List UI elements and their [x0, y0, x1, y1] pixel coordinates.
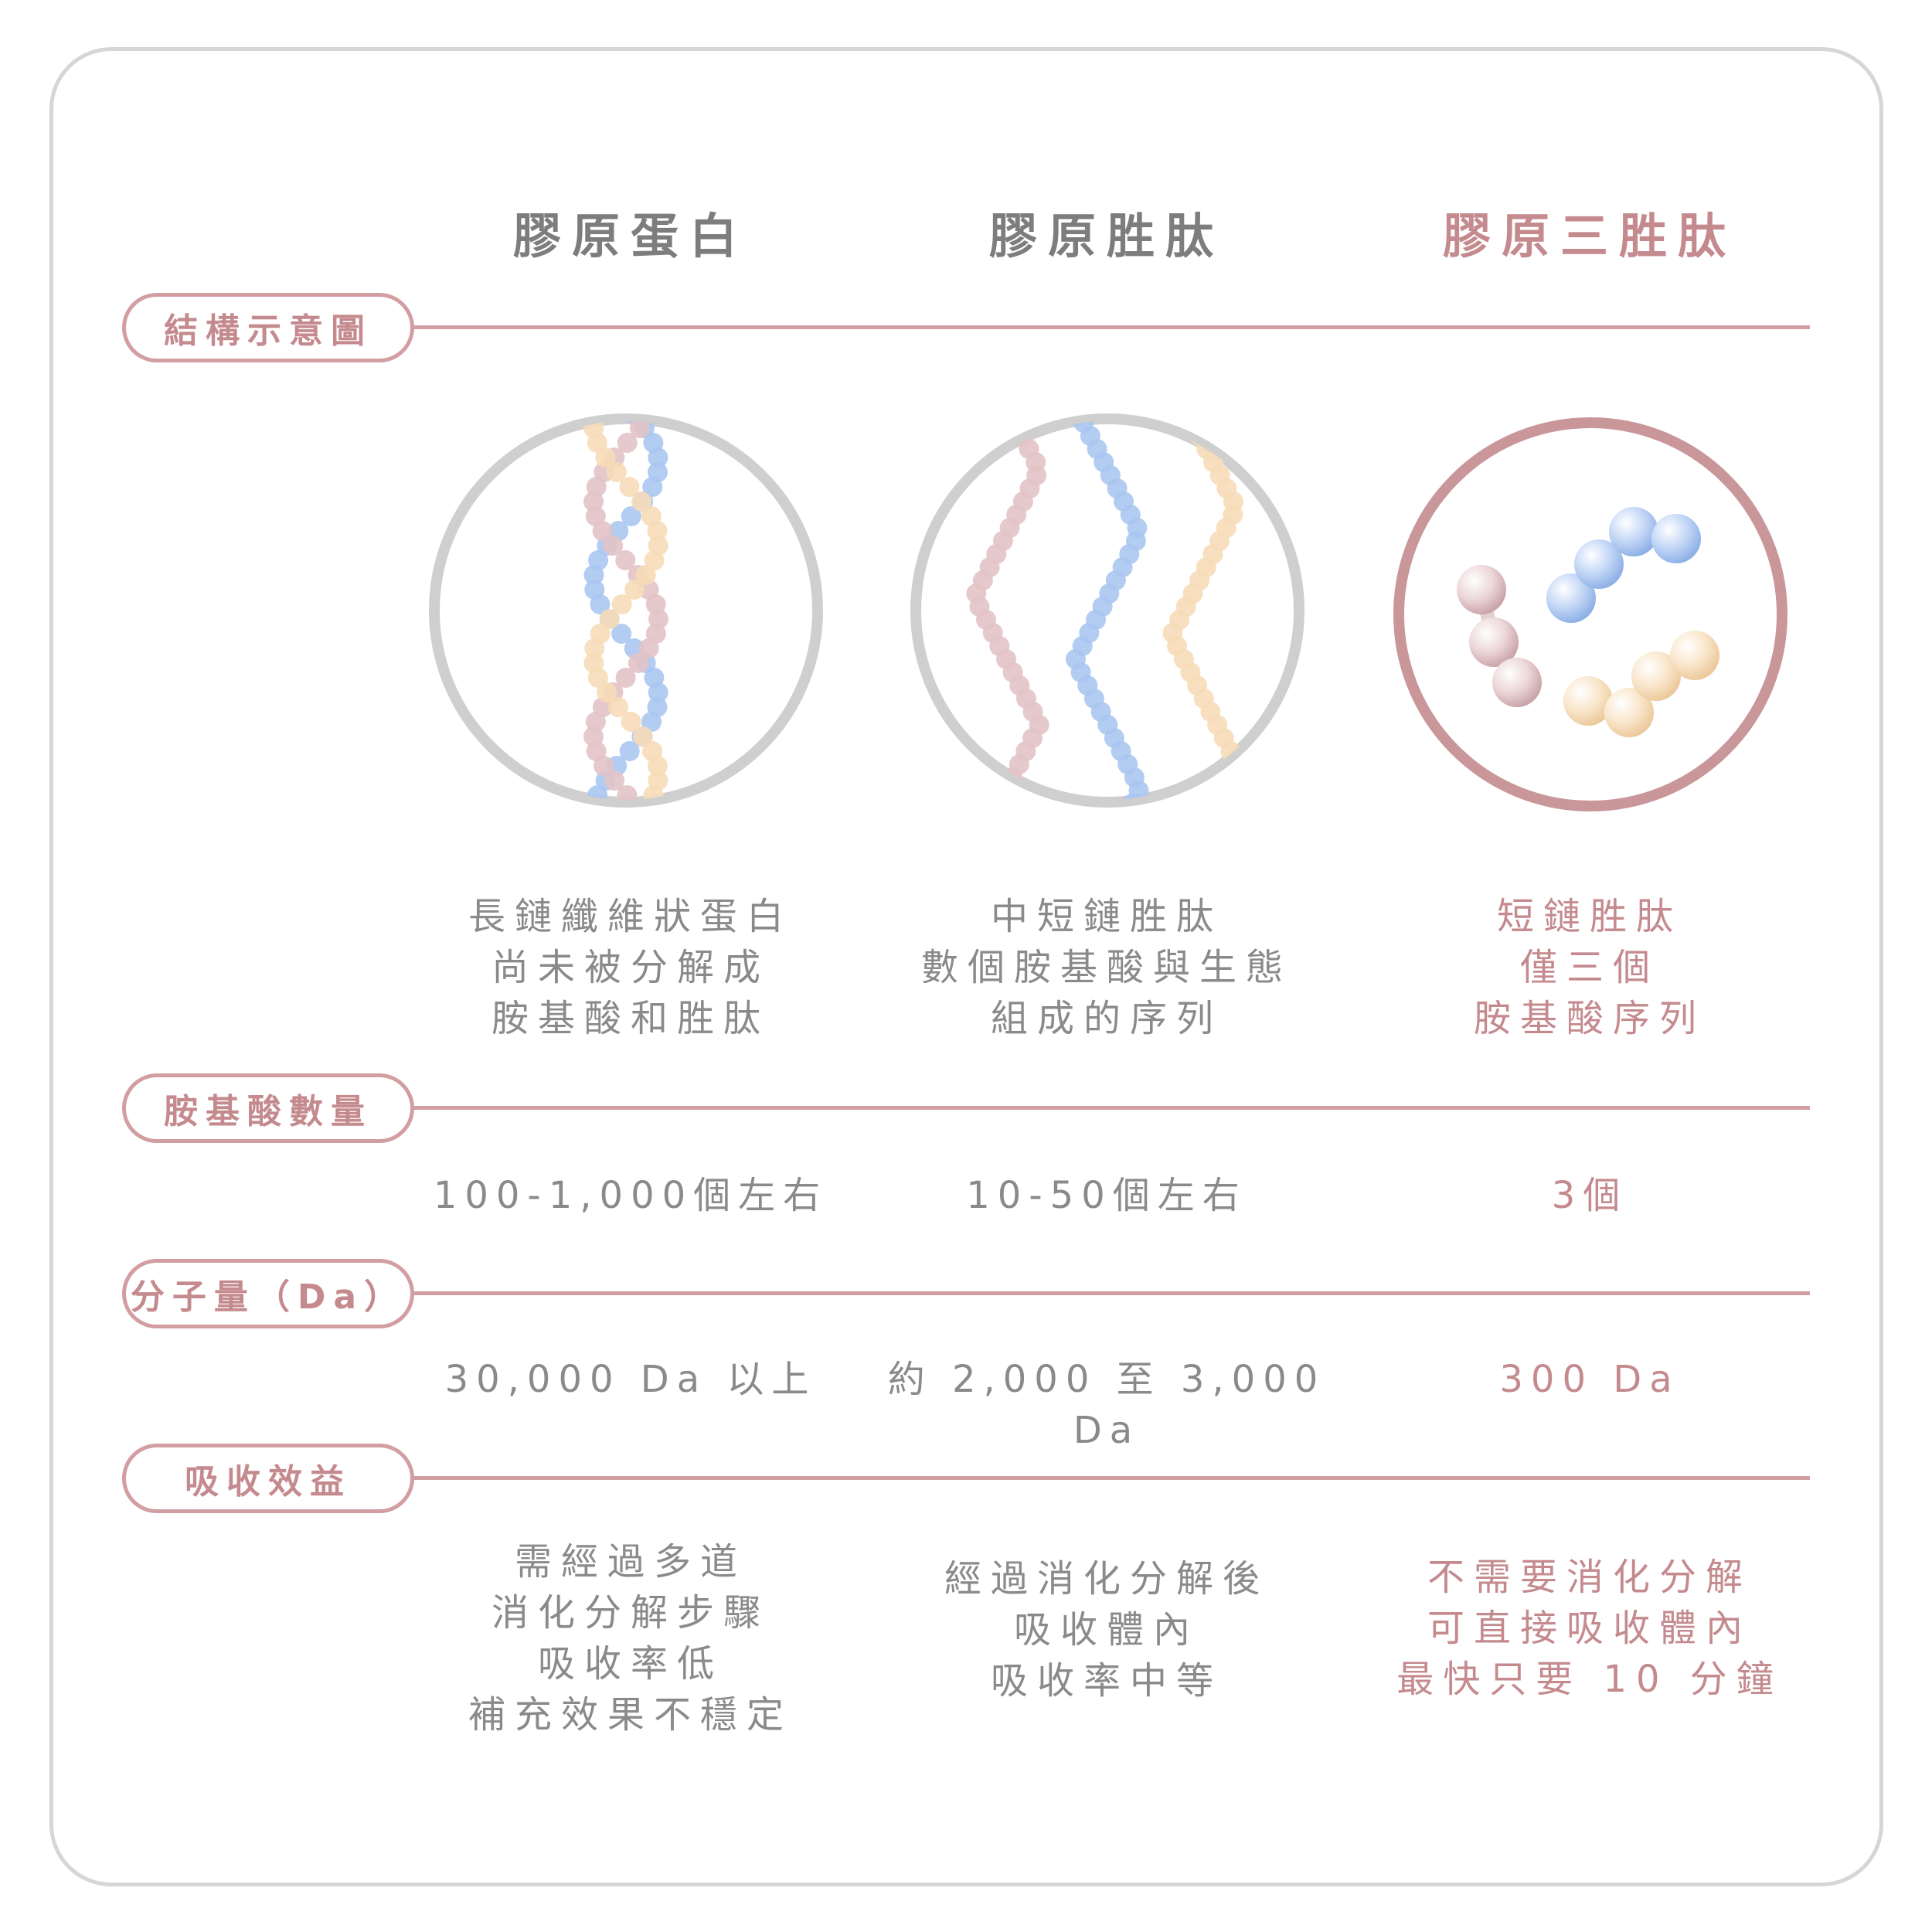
pink-bead [995, 781, 1016, 800]
row-divider-absorption [402, 1476, 1810, 1480]
molecular-weight-collagen-peptide: 約 2,000 至 3,000 Da [887, 1358, 1326, 1452]
blue-bead [583, 565, 604, 585]
absorption-desc-collagen-peptide: 經過消化分解後 吸收體內 吸收率中等 [944, 1557, 1269, 1702]
blue-bead [590, 594, 611, 614]
cream-bead [647, 521, 668, 541]
row-label-amino-count: 胺基酸數量 [122, 1073, 414, 1143]
pink-bead [1005, 421, 1026, 433]
cream-bead [608, 697, 628, 717]
row-label-structure: 結構示意圖 [122, 293, 414, 362]
blue-bead [619, 741, 640, 761]
pink-bead [628, 653, 648, 673]
pink-bead [594, 756, 614, 776]
cream-bead [644, 550, 665, 570]
row-divider-molecular-weight [402, 1291, 1810, 1295]
blue-bead [611, 624, 632, 644]
cream-bead [643, 785, 664, 800]
structure-desc-collagen-tripeptide: 短鏈胜肽 僅三個 胺基酸序列 [1473, 895, 1706, 1040]
pink-bead [603, 536, 624, 556]
absorption-desc-collagen: 需經過多道 消化分解步驟 吸收率低 補充效果不穩定 [468, 1540, 793, 1736]
structure-desc-collagen: 長鏈纖維狀蛋白 尚未被分解成 胺基酸和胜肽 [468, 895, 793, 1040]
blue-bead [587, 785, 608, 800]
pink-bead [638, 638, 659, 658]
peptide-chain-diagram [910, 406, 1304, 815]
molecular-weight-collagen: 30,000 Da 以上 [444, 1358, 817, 1401]
cream-tripeptide-icon [1563, 631, 1719, 737]
cream-bead [619, 477, 640, 497]
column-title-collagen-tripeptide: 膠原三胜肽 [1442, 208, 1736, 264]
triple-helix-strands [583, 421, 668, 800]
cream-bead [587, 433, 607, 453]
cream-bead [611, 594, 632, 614]
blue-bead [642, 477, 663, 497]
row-divider-amino-count [402, 1106, 1810, 1110]
cream-bead [597, 682, 617, 702]
structure-desc-collagen-peptide: 中短鏈胜肽 數個胺基酸與生態 組成的序列 [920, 895, 1292, 1040]
pink-bead [617, 433, 638, 453]
blue-bead [648, 447, 668, 468]
pink-bead [592, 521, 613, 541]
cream-bead [1183, 421, 1203, 433]
pink-bead [604, 770, 625, 791]
long-chain-collagen-diagram [429, 413, 823, 808]
column-title-collagen: 膠原蛋白 [512, 208, 748, 264]
cream-bead [647, 756, 668, 776]
cream-bead [621, 712, 641, 732]
pink-bead [615, 668, 636, 688]
row-divider-structure [402, 325, 1810, 329]
column-title-collagen-peptide: 膠原胜肽 [988, 208, 1224, 264]
pink-bead [629, 421, 650, 438]
molecular-weight-collagen-tripeptide: 300 Da [1499, 1358, 1680, 1401]
blue-bead [621, 506, 641, 526]
row-label-absorption: 吸收效益 [122, 1444, 414, 1513]
cream-bead [595, 447, 616, 468]
blue-tripeptide-icon [1546, 507, 1701, 623]
cream-bead [1176, 406, 1196, 420]
amino-count-collagen-tripeptide: 3個 [1551, 1174, 1628, 1217]
pink-bead [982, 807, 1002, 815]
pink-bead [617, 785, 638, 800]
pink-bead [583, 492, 604, 512]
cream-bead [1206, 794, 1226, 800]
cream-bead [606, 462, 627, 482]
cream-bead [1199, 807, 1219, 815]
cream-bead [635, 565, 656, 585]
absorption-desc-collagen-tripeptide: 不需要消化分解 可直接吸收體內 最快只要 10 分鐘 [1396, 1556, 1783, 1701]
pink-bead [615, 550, 636, 570]
pink-bead [988, 794, 1009, 800]
amino-count-collagen-peptide: 10-50個左右 [966, 1174, 1247, 1217]
pink-tripeptide-icon [1457, 565, 1542, 707]
cream-bead [633, 726, 653, 747]
cream-bead [587, 668, 608, 688]
row-label-molecular-weight: 分子量（Da） [122, 1259, 414, 1328]
amino-count-collagen: 100-1,000個左右 [433, 1174, 828, 1217]
pink-bead [999, 406, 1019, 420]
blue-bead [641, 712, 662, 732]
cream-bead [631, 492, 652, 512]
tripeptide-diagram [1393, 417, 1787, 811]
cream-bead [1212, 781, 1233, 800]
blue-bead [1115, 807, 1135, 815]
blue-bead [648, 682, 668, 702]
cream-bead [624, 580, 645, 600]
cream-bead [599, 609, 620, 629]
pink-bead [585, 712, 606, 732]
cream-bead [584, 638, 605, 658]
